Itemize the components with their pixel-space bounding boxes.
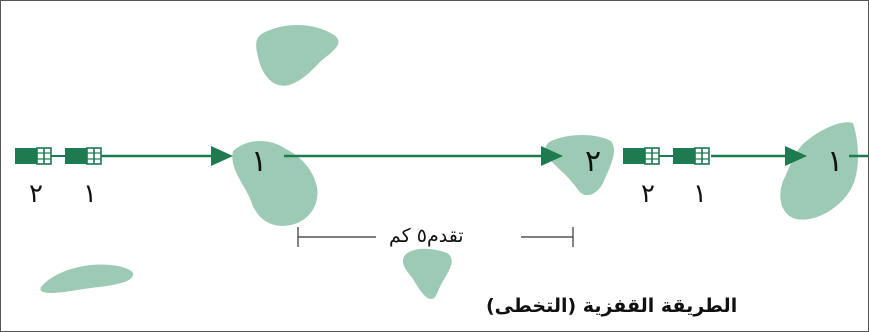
- island-top: [256, 24, 339, 86]
- ship-label-left-2: ٢: [29, 179, 43, 209]
- island-small-bottom: [402, 248, 452, 299]
- arrowhead-2: [541, 146, 563, 166]
- ship-left-1: [64, 147, 102, 165]
- ship-label-left-1: ١: [83, 179, 97, 209]
- ship-left-2: [14, 147, 52, 165]
- island-label-2: ٢: [585, 144, 602, 179]
- ship-right-1: [672, 147, 710, 165]
- island-bottom-left: [40, 264, 134, 293]
- diagram-caption: الطريقة القفزية (التخطى): [486, 295, 738, 317]
- island-label-3: ١: [827, 144, 844, 179]
- distance-label: تقدم٥ كم: [385, 227, 468, 246]
- island-mid: [545, 135, 614, 196]
- arrowhead-3: [785, 146, 807, 166]
- ship-right-2: [622, 147, 660, 165]
- island-right: [780, 122, 858, 220]
- island-left-main: [232, 140, 318, 226]
- ship-label-right-2: ٢: [641, 179, 655, 209]
- arrowhead-1: [211, 146, 233, 166]
- ship-label-right-1: ١: [693, 179, 707, 209]
- island-label-1: ١: [251, 144, 268, 179]
